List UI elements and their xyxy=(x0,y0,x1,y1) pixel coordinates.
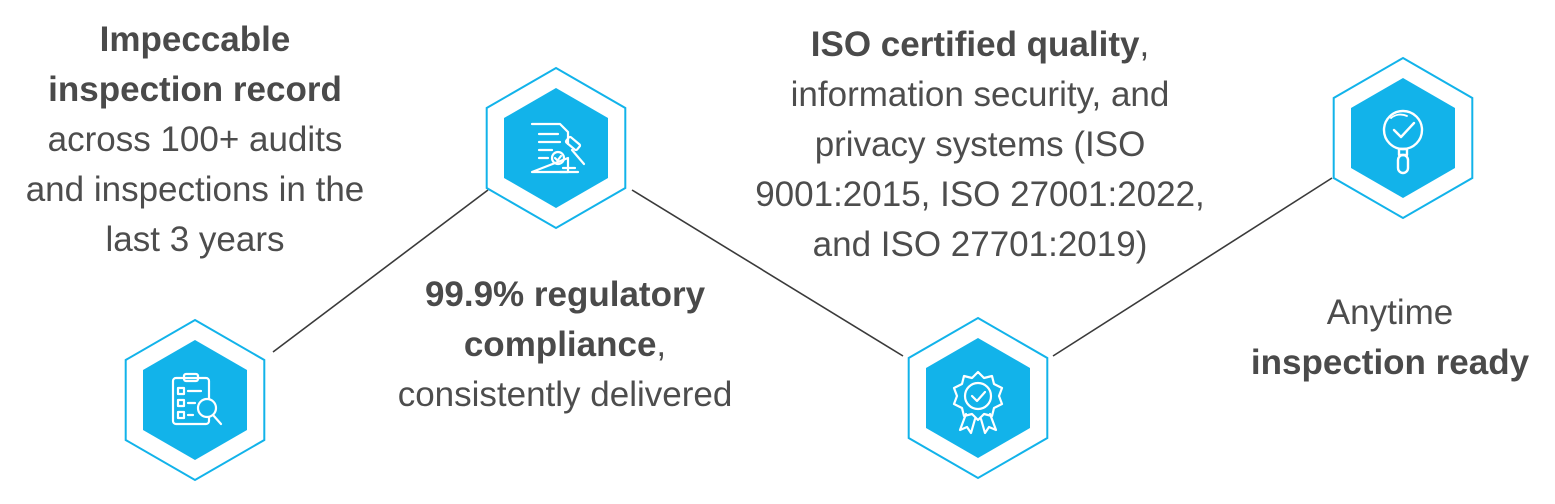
caption-2-line-1: consistently delivered xyxy=(397,375,733,414)
caption-4-bold-line-1: inspection ready xyxy=(1250,343,1530,382)
connector-line-3 xyxy=(1052,177,1333,357)
connector-line-2 xyxy=(631,189,904,357)
caption-3-bold-line-1: ISO certified quality xyxy=(810,25,1140,64)
document-gavel-icon xyxy=(530,122,586,174)
hexagon-node-4 xyxy=(1332,56,1474,220)
caption-3-line-2: privacy systems (ISO xyxy=(814,125,1146,164)
caption-3-line-1: information security, and xyxy=(790,75,1170,114)
caption-1-line-3: last 3 years xyxy=(105,220,285,259)
milestone-caption-3: ISO certified quality, information secur… xyxy=(720,20,1240,270)
milestone-caption-4: Anytime inspection ready xyxy=(1225,288,1555,388)
magnifier-check-icon xyxy=(1382,109,1424,175)
caption-4-line-1: Anytime xyxy=(1326,293,1454,332)
connector-line-1 xyxy=(272,189,489,353)
caption-3-comma: , xyxy=(1139,25,1150,64)
caption-3-line-3: 9001:2015, ISO 27001:2022, xyxy=(755,175,1205,214)
caption-2-bold-line-1: 99.9% regulatory xyxy=(424,275,706,314)
hexagon-node-3 xyxy=(907,316,1049,480)
caption-1-line-2: and inspections in the xyxy=(25,170,365,209)
caption-2-comma: , xyxy=(656,325,667,364)
caption-3-line-4: and ISO 27701:2019) xyxy=(812,225,1148,264)
checklist-magnifier-icon xyxy=(171,372,223,426)
caption-1-line-1: across 100+ audits xyxy=(47,120,343,159)
caption-2-bold-line-2: compliance xyxy=(463,325,657,364)
award-badge-check-icon xyxy=(952,370,1004,435)
milestone-caption-1: Impeccable inspection record across 100+… xyxy=(0,15,390,265)
caption-1-bold-line-1: Impeccable xyxy=(99,20,291,59)
caption-1-bold-line-2: inspection record xyxy=(48,70,342,109)
hexagon-node-1 xyxy=(124,318,266,482)
milestone-caption-2: 99.9% regulatory compliance, consistentl… xyxy=(355,270,775,420)
hexagon-node-2 xyxy=(485,66,627,230)
